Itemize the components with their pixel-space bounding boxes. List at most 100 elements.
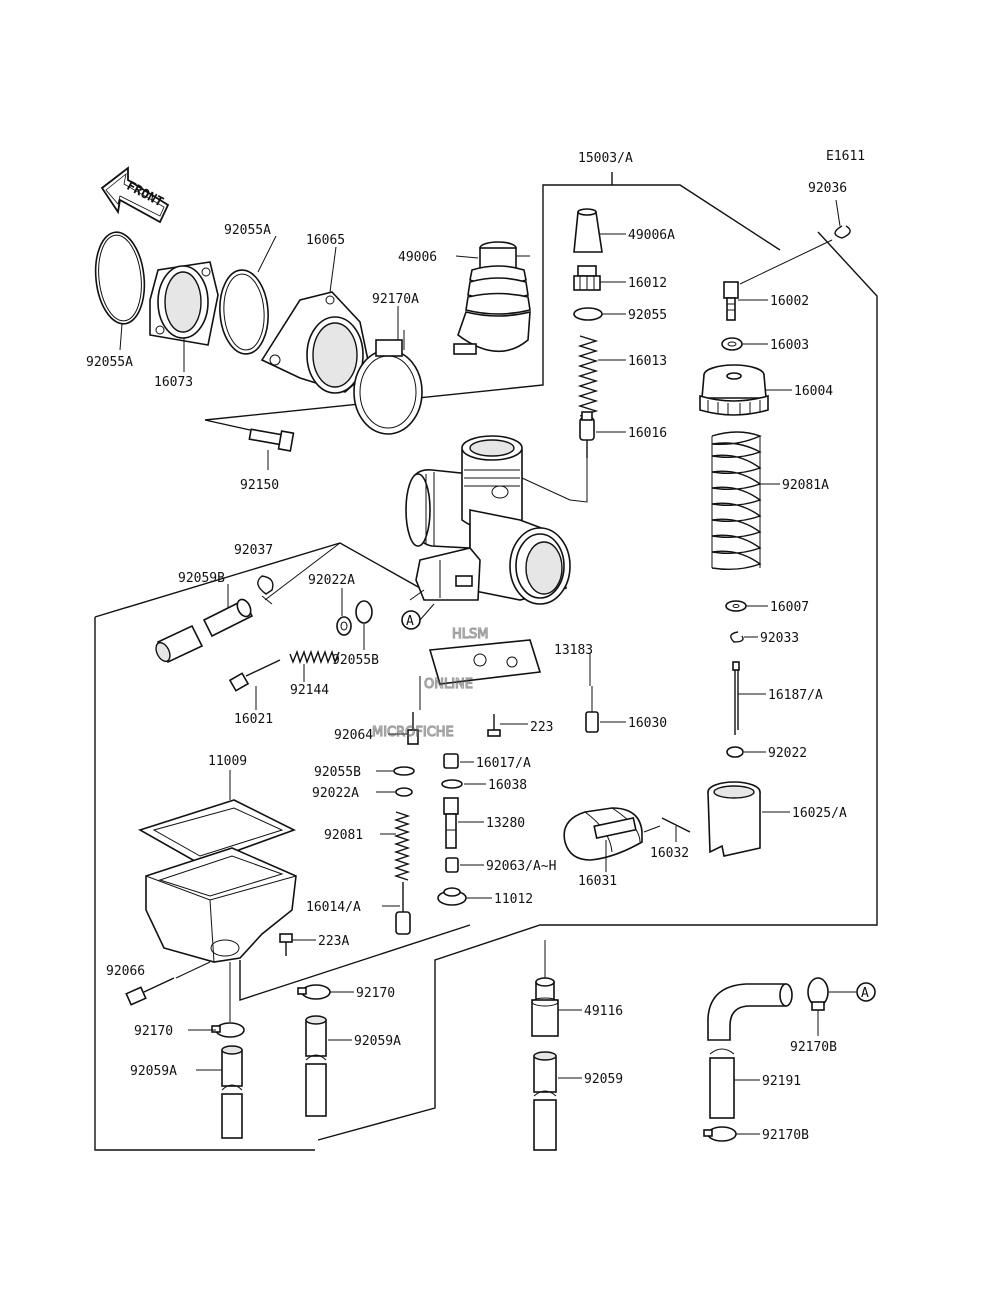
tube-92059 xyxy=(533,1051,557,1151)
o-ring-left xyxy=(94,231,146,325)
clamp-92170b-upper xyxy=(807,977,829,1036)
part-label: 92059A xyxy=(130,1064,177,1079)
jet-92063 xyxy=(445,857,459,873)
tube-92059a-center xyxy=(305,1015,327,1117)
clip-92033 xyxy=(730,631,744,643)
tube-92059a-left xyxy=(221,1045,243,1139)
part-label: 49006A xyxy=(628,228,675,243)
clamp-92170a xyxy=(353,330,423,435)
part-label: 16003 xyxy=(770,338,809,353)
screw-92066 xyxy=(125,961,211,1006)
part-label: 92066 xyxy=(106,964,145,979)
o-ring-92055 xyxy=(573,307,603,321)
part-label: 92055A xyxy=(224,223,271,238)
clip-92037 xyxy=(257,575,274,595)
screw-223 xyxy=(487,714,501,737)
spring-92081a xyxy=(711,431,762,571)
part-label: 92150 xyxy=(240,478,279,493)
pin-16032 xyxy=(661,817,691,833)
part-label: 16007 xyxy=(770,600,809,615)
part-label: 223 xyxy=(530,720,553,735)
o-ring-16038 xyxy=(441,779,463,789)
valve-16025a xyxy=(707,781,761,857)
part-label: 15003/A xyxy=(578,151,633,166)
jet-16017a xyxy=(443,753,459,769)
part-label: 92081A xyxy=(782,478,829,493)
gasket-11009 xyxy=(138,770,297,865)
part-label: 92022A xyxy=(312,786,359,801)
part-label: 11009 xyxy=(208,754,247,769)
part-label: 16032 xyxy=(650,846,689,861)
washer-92022a-lower xyxy=(395,787,413,797)
svg-text:A: A xyxy=(861,986,869,1001)
part-label: 92144 xyxy=(290,683,329,698)
part-label: 49116 xyxy=(584,1004,623,1019)
needle-16187a xyxy=(732,661,740,735)
part-label: 16025/A xyxy=(792,806,847,821)
part-label: 16017/A xyxy=(476,756,531,771)
part-label: 16065 xyxy=(306,233,345,248)
part-label: 92055B xyxy=(332,653,379,668)
gasket-13183 xyxy=(419,639,542,710)
screw-16016 xyxy=(579,411,595,458)
boot-49006 xyxy=(453,241,531,355)
part-label: 16012 xyxy=(628,276,667,291)
washer-92022a-upper xyxy=(336,616,352,636)
part-label: 16187/A xyxy=(768,688,823,703)
spring-92081 xyxy=(393,811,411,881)
spring-16013 xyxy=(577,335,599,417)
part-label: 92037 xyxy=(234,543,273,558)
part-label: 16021 xyxy=(234,712,273,727)
part-label: 92033 xyxy=(760,631,799,646)
part-16030 xyxy=(585,686,599,733)
part-label: 16031 xyxy=(578,874,617,889)
o-ring-92055b-lower xyxy=(393,766,415,776)
hose-92191 xyxy=(707,983,793,1119)
part-label: 92081 xyxy=(324,828,363,843)
holder-16073 xyxy=(149,261,219,346)
front-arrow-icon: FRONT xyxy=(100,166,170,224)
carburetor-body xyxy=(405,435,571,605)
screw-16021 xyxy=(228,659,281,692)
part-label: 16030 xyxy=(628,716,667,731)
part-label: 92036 xyxy=(808,181,847,196)
bolt-92150 xyxy=(248,428,295,470)
part-label: 16014/A xyxy=(306,900,361,915)
part-label: 92063/A~H xyxy=(486,859,556,874)
svg-text:A: A xyxy=(406,614,414,629)
part-label: 16016 xyxy=(628,426,667,441)
part-label: 16002 xyxy=(770,294,809,309)
part-label: 16073 xyxy=(154,375,193,390)
part-label: 92064 xyxy=(334,728,373,743)
part-label: 16004 xyxy=(794,384,833,399)
part-label: 92170 xyxy=(356,986,395,1001)
svg-text:HLSM: HLSM xyxy=(452,627,489,642)
part-label: 92022 xyxy=(768,746,807,761)
part-label: 11012 xyxy=(494,892,533,907)
clamp-92170-lower xyxy=(211,962,245,1038)
screw-223a xyxy=(279,933,293,956)
float-bowl xyxy=(145,847,297,963)
leader-lines xyxy=(119,199,856,1135)
diagram-code: E1611 xyxy=(826,149,865,164)
watermark: HLSM ONLINE MICROFICHE xyxy=(371,626,489,740)
clamp-92170-upper xyxy=(297,984,331,1000)
screw-92064 xyxy=(407,712,419,745)
screw-16014a xyxy=(395,882,411,935)
washer-92022 xyxy=(726,746,744,758)
part-label: 92170A xyxy=(372,292,419,307)
clamp-92170b-lower xyxy=(703,1126,737,1142)
o-ring-92055a xyxy=(219,269,269,355)
part-label: 16038 xyxy=(488,778,527,793)
needle-jet-13280 xyxy=(443,797,459,849)
part-label: 92170B xyxy=(790,1040,837,1055)
svg-text:MICROFICHE: MICROFICHE xyxy=(372,725,454,740)
ref-a-marker-body: A xyxy=(401,603,435,630)
part-label: 92055 xyxy=(628,308,667,323)
part-label: 92055B xyxy=(314,765,361,780)
screw-16002 xyxy=(723,281,739,321)
ref-a-marker-hose: A xyxy=(856,982,876,1002)
part-label: 13280 xyxy=(486,816,525,831)
part-label: 92059B xyxy=(178,571,225,586)
float-16031 xyxy=(563,807,643,872)
